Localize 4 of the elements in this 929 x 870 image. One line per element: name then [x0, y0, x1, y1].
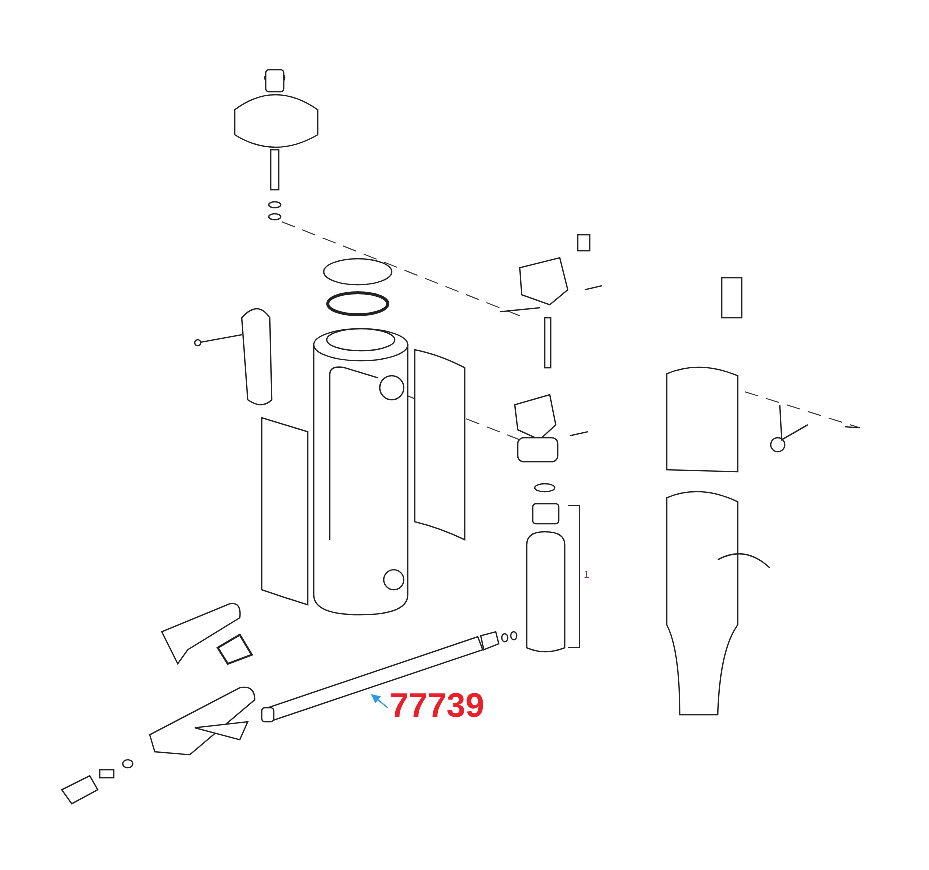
callout-number: 1 — [584, 570, 590, 582]
part-number: 77739 — [390, 686, 485, 726]
lance-tube-drawing — [261, 631, 518, 723]
leader-arrow — [371, 694, 388, 708]
